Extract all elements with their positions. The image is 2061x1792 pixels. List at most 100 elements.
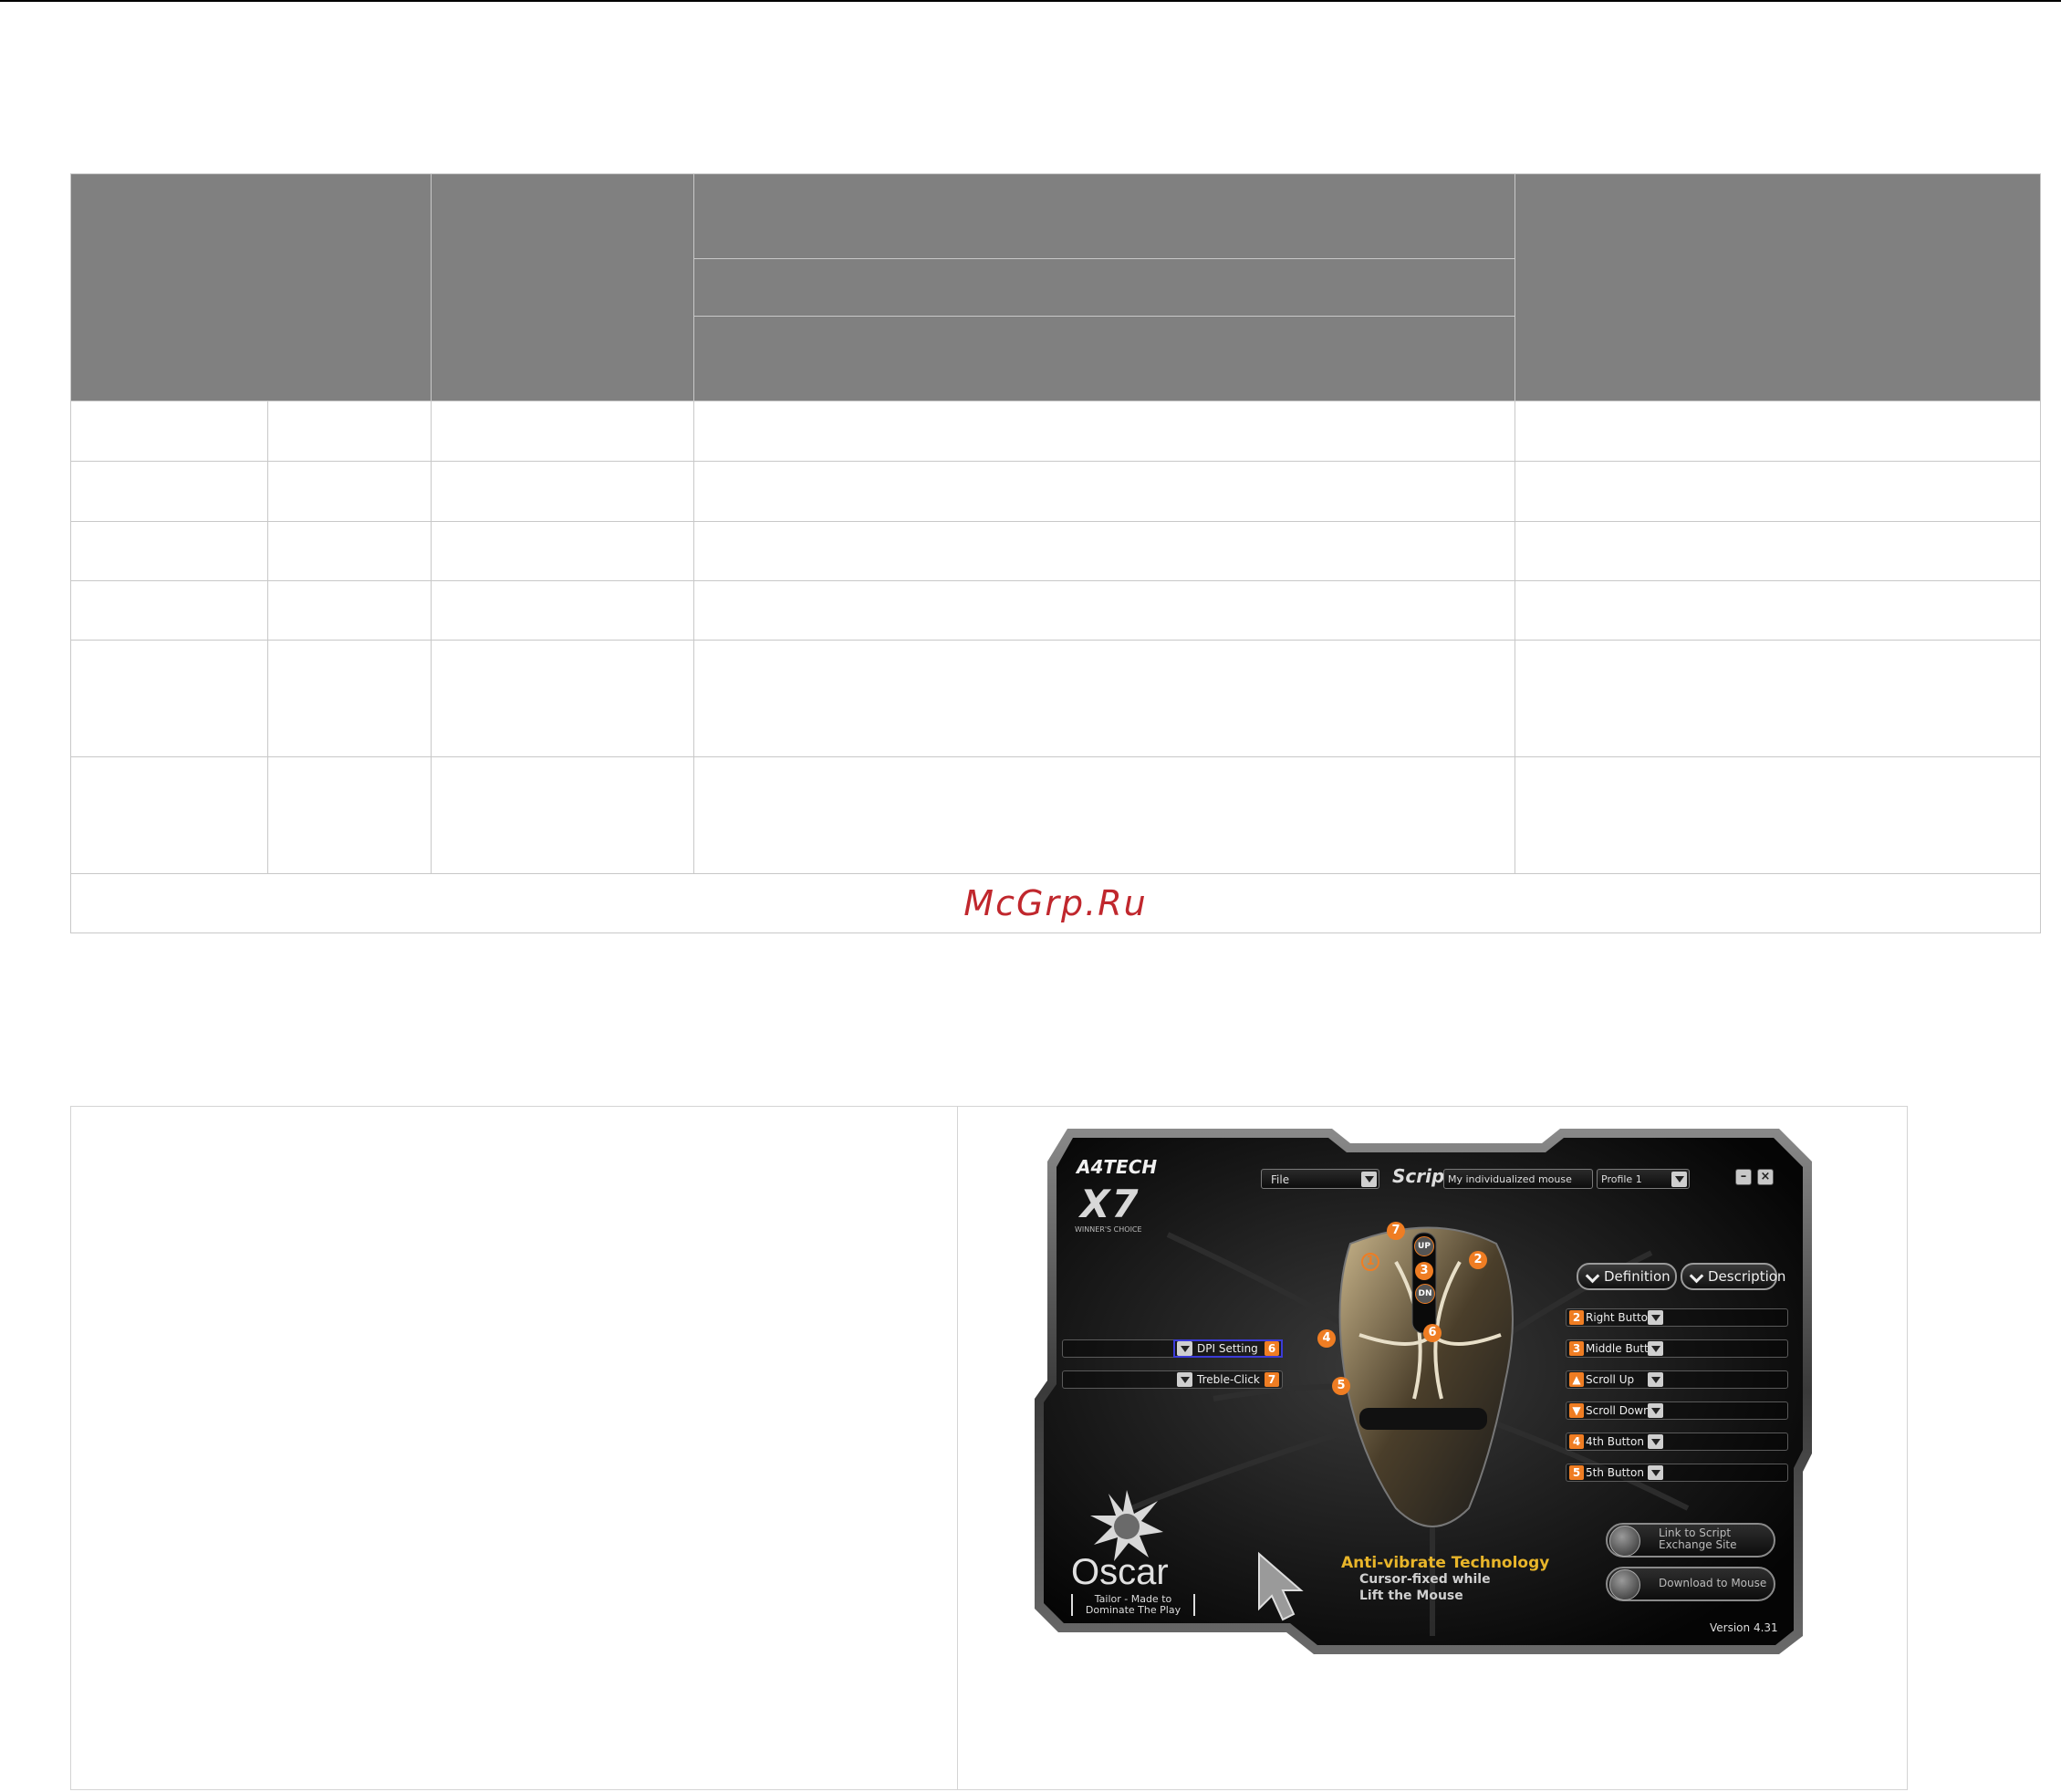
button-mapping-treble-click[interactable]: Treble-Click 7	[1062, 1370, 1283, 1389]
watermark: McGrp.Ru	[963, 883, 1148, 923]
link-button-line: Exchange Site	[1659, 1538, 1737, 1551]
table-header-cell	[693, 173, 1515, 259]
chevron-down-icon[interactable]	[1177, 1341, 1192, 1356]
oscar-logo: Oscar	[1071, 1552, 1169, 1592]
link-button-line: Link to Script	[1659, 1526, 1732, 1539]
chevron-down-icon[interactable]	[1648, 1310, 1663, 1325]
mapping-number: 7	[1265, 1372, 1279, 1387]
link-button-label: Link to Script Exchange Site	[1659, 1527, 1737, 1551]
mapping-label: 4th Button	[1586, 1435, 1644, 1448]
chevron-down-icon	[1671, 1172, 1687, 1187]
tab-definition[interactable]: Definition	[1577, 1263, 1677, 1290]
table-header-cell	[1515, 173, 2041, 401]
close-button[interactable]: ×	[1757, 1169, 1774, 1185]
chevron-down-icon[interactable]	[1177, 1372, 1192, 1387]
scroll-down-icon: ▼	[1569, 1403, 1584, 1418]
mapping-track	[1566, 1433, 1788, 1451]
scroll-up-icon: ▲	[1569, 1372, 1584, 1387]
download-icon	[1609, 1569, 1640, 1600]
mapping-label: Scroll Down	[1586, 1404, 1650, 1417]
table-row	[70, 401, 2041, 462]
callout-5th-button: 5	[1332, 1377, 1350, 1395]
link-to-script-exchange-button[interactable]: Link to Script Exchange Site	[1606, 1523, 1775, 1558]
file-menu-label: File	[1271, 1173, 1290, 1186]
mapping-label: Scroll Up	[1586, 1373, 1635, 1386]
script-label: Script	[1392, 1165, 1453, 1187]
mapping-number: 4	[1569, 1434, 1584, 1449]
top-rule	[0, 0, 2061, 2]
oscar-tagline-line: Tailor - Made to	[1094, 1593, 1172, 1605]
tab-definition-label: Definition	[1604, 1268, 1671, 1285]
x7-logo: X7	[1080, 1182, 1140, 1226]
oscar-tagline: Tailor - Made to Dominate The Play	[1071, 1594, 1195, 1616]
profile-select[interactable]: Profile 1	[1597, 1169, 1690, 1189]
tab-description-label: Description	[1708, 1268, 1786, 1285]
chevron-down-icon[interactable]	[1648, 1341, 1663, 1356]
mapping-number: 3	[1569, 1341, 1584, 1356]
mapping-label: Middle Button	[1586, 1342, 1662, 1355]
table-header-cell	[693, 258, 1515, 401]
a4tech-logo: A4TECH	[1077, 1156, 1158, 1178]
button-mapping-scroll-down[interactable]: ▼ Scroll Down	[1566, 1401, 1788, 1420]
mapping-label: Treble-Click	[1197, 1373, 1260, 1386]
button-mapping-right[interactable]: 2 Right Button	[1566, 1308, 1788, 1327]
mapping-track	[1566, 1339, 1788, 1358]
mapping-track	[1566, 1401, 1788, 1420]
table-row	[70, 756, 2041, 874]
table-header-cell	[431, 173, 694, 401]
callout-right-button: 2	[1469, 1251, 1487, 1269]
download-button-label: Download to Mouse	[1659, 1577, 1767, 1589]
button-mapping-dpi[interactable]: DPI Setting 6	[1062, 1339, 1283, 1358]
mapping-track	[1566, 1464, 1788, 1482]
table-header-cell	[70, 173, 432, 401]
mapping-label: Right Button	[1586, 1311, 1655, 1324]
version-label: Version 4.31	[1710, 1621, 1778, 1634]
button-mapping-5th[interactable]: 5 5th Button	[1566, 1464, 1788, 1482]
table-row	[70, 580, 2041, 641]
column-divider	[957, 1107, 958, 1789]
callout-4th-button: 4	[1317, 1329, 1336, 1348]
tab-description[interactable]: Description	[1681, 1263, 1785, 1290]
table-row	[70, 461, 2041, 522]
button-mapping-4th[interactable]: 4 4th Button	[1566, 1433, 1788, 1451]
chevron-down-icon[interactable]	[1648, 1465, 1663, 1480]
chevron-down-icon[interactable]	[1648, 1372, 1663, 1387]
mapping-number: 2	[1569, 1310, 1584, 1325]
profile-value: Profile 1	[1601, 1173, 1642, 1185]
download-to-mouse-button[interactable]: Download to Mouse	[1606, 1567, 1775, 1601]
table-row	[70, 521, 2041, 581]
mapping-track	[1062, 1370, 1283, 1389]
mapping-track	[1566, 1308, 1788, 1327]
table-row	[70, 640, 2041, 757]
script-name-value: My individualized mouse	[1448, 1173, 1572, 1185]
spec-table: McGrp.Ru	[70, 173, 2041, 933]
mapping-track	[1566, 1370, 1788, 1389]
mapping-label: DPI Setting	[1197, 1342, 1258, 1355]
figure-box	[70, 1106, 1908, 1790]
anti-vibrate-title: Anti-vibrate Technology	[1341, 1554, 1550, 1572]
chevron-down-icon[interactable]	[1648, 1434, 1663, 1449]
mapping-number: 6	[1265, 1341, 1279, 1356]
mapping-number: 5	[1569, 1465, 1584, 1480]
script-name-field[interactable]: My individualized mouse	[1443, 1169, 1593, 1189]
file-menu[interactable]: File	[1261, 1169, 1379, 1189]
chevron-down-icon	[1689, 1268, 1704, 1284]
chevron-down-icon	[1361, 1172, 1377, 1187]
callout-left-button: 1	[1361, 1253, 1379, 1271]
minimize-button[interactable]: –	[1735, 1169, 1752, 1185]
table-footer-row: McGrp.Ru	[70, 873, 2041, 933]
chevron-down-icon	[1585, 1268, 1600, 1284]
callout-middle-button: 3	[1415, 1262, 1433, 1280]
callout-dpi-button: 6	[1423, 1324, 1442, 1342]
oscar-software-window: A4TECH X7 WINNER'S CHOICE File Script My…	[1031, 1125, 1816, 1658]
callout-scroll-up: UP	[1414, 1236, 1434, 1256]
anti-vibrate-line: Lift the Mouse	[1359, 1589, 1463, 1603]
callout-scroll-down: DN	[1415, 1284, 1435, 1304]
model-tagline: WINNER'S CHOICE	[1075, 1225, 1142, 1234]
button-mapping-middle[interactable]: 3 Middle Button	[1566, 1339, 1788, 1358]
globe-icon	[1609, 1526, 1640, 1557]
mapping-label: 5th Button	[1586, 1466, 1644, 1479]
button-mapping-scroll-up[interactable]: ▲ Scroll Up	[1566, 1370, 1788, 1389]
chevron-down-icon[interactable]	[1648, 1403, 1663, 1418]
callout-treble-click: 7	[1387, 1222, 1405, 1240]
